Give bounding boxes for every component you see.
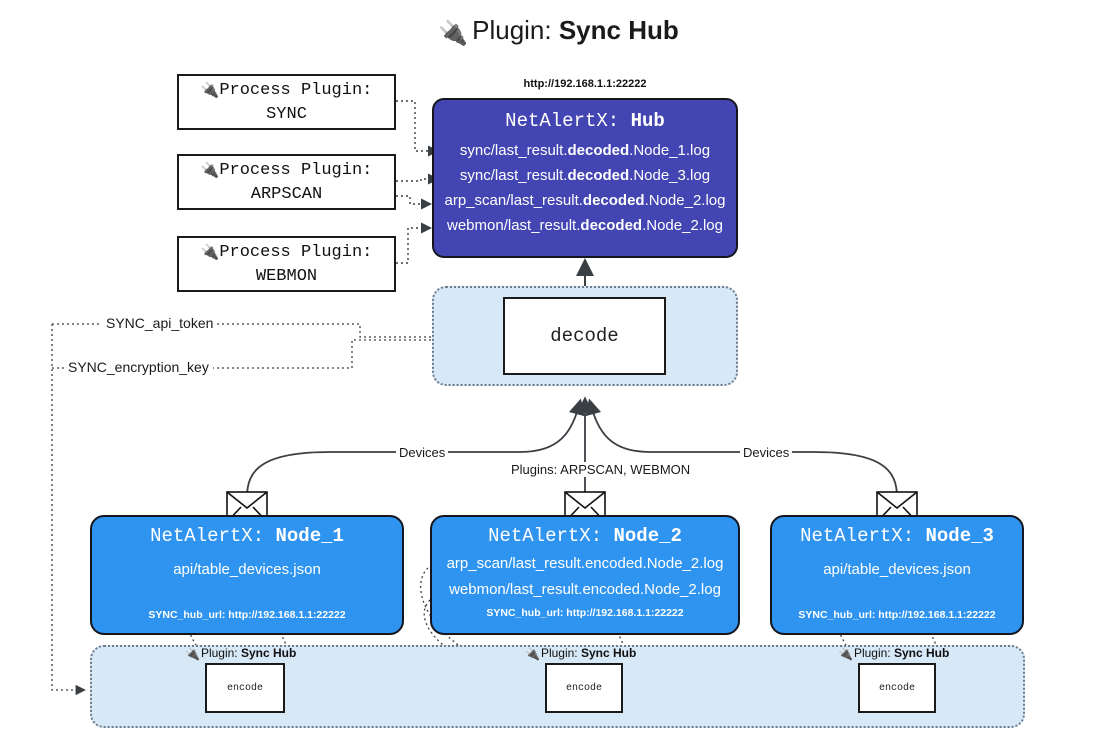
process-plugin-sync[interactable]: 🔌Process Plugin: SYNC — [177, 74, 396, 130]
decode-label: decode — [550, 325, 619, 347]
plug-icon: 🔌 — [200, 160, 220, 179]
plug-icon: 🔌 — [525, 647, 540, 661]
page-title-name: Sync Hub — [558, 15, 679, 45]
hub-log-row: arp_scan/last_result.decoded.Node_2.log — [444, 192, 726, 209]
encode-box-node-2[interactable]: encode — [545, 663, 623, 713]
node-line: api/table_devices.json — [823, 561, 971, 578]
encode-box-node-3[interactable]: encode — [858, 663, 936, 713]
encoder-plugin-tag: 🔌Plugin: Sync Hub — [838, 646, 950, 661]
process-plugin-label: Process Plugin: — [219, 242, 373, 262]
process-plugin-name: WEBMON — [255, 266, 318, 286]
sync-api-token-label: SYNC_api_token — [102, 315, 218, 331]
hub-title-prefix: NetAlertX: — [505, 110, 631, 132]
node-line: api/table_devices.json — [173, 561, 321, 578]
page-title-prefix: Plugin: — [472, 15, 559, 45]
node-1[interactable]: NetAlertX: Node_1 api/table_devices.json… — [90, 515, 404, 635]
process-plugin-name: SYNC — [266, 104, 307, 124]
node-3[interactable]: NetAlertX: Node_3 api/table_devices.json… — [770, 515, 1024, 635]
process-plugin-label: Process Plugin: — [219, 80, 373, 100]
node-line: webmon/last_result.encoded.Node_2.log — [449, 581, 721, 598]
encode-label: encode — [565, 682, 602, 694]
node-hub-url: SYNC_hub_url: http://192.168.1.1:22222 — [798, 609, 996, 621]
plug-icon: 🔌 — [200, 242, 220, 261]
process-plugin-name: ARPSCAN — [250, 184, 323, 204]
hub-log-list: sync/last_result.decoded.Node_1.log sync… — [434, 138, 736, 238]
hub-log-row: sync/last_result.decoded.Node_3.log — [459, 167, 711, 184]
plug-icon: 🔌 — [838, 647, 853, 661]
encode-label: encode — [878, 682, 915, 694]
node-hub-url: SYNC_hub_url: http://192.168.1.1:22222 — [486, 607, 684, 619]
node-2[interactable]: NetAlertX: Node_2 arp_scan/last_result.e… — [430, 515, 740, 635]
hub-node[interactable]: NetAlertX: Hub sync/last_result.decoded.… — [432, 98, 738, 258]
hub-title: NetAlertX: Hub — [434, 110, 736, 132]
hub-log-row: webmon/last_result.decoded.Node_2.log — [447, 217, 723, 234]
process-plugin-label: Process Plugin: — [219, 160, 373, 180]
hub-log-row: sync/last_result.decoded.Node_1.log — [459, 142, 711, 159]
devices-right-label: Devices — [740, 445, 793, 460]
sync-encryption-key-label: SYNC_encryption_key — [64, 359, 213, 375]
node-title: NetAlertX: Node_1 — [150, 525, 344, 547]
process-plugin-webmon[interactable]: 🔌Process Plugin: WEBMON — [177, 236, 396, 292]
plug-icon: 🔌 — [438, 20, 469, 47]
node-title: NetAlertX: Node_2 — [488, 525, 682, 547]
hub-title-name: Hub — [630, 110, 665, 132]
node-hub-url: SYNC_hub_url: http://192.168.1.1:22222 — [148, 609, 346, 621]
encoder-plugin-tag: 🔌Plugin: Sync Hub — [185, 646, 297, 661]
encoder-plugin-tag: 🔌Plugin: Sync Hub — [525, 646, 637, 661]
encode-label: encode — [226, 682, 263, 694]
plug-icon: 🔌 — [200, 80, 220, 99]
node-title: NetAlertX: Node_3 — [800, 525, 994, 547]
encode-box-node-1[interactable]: encode — [205, 663, 285, 713]
plugins-center-label: Plugins: ARPSCAN, WEBMON — [508, 462, 694, 477]
node-line: arp_scan/last_result.encoded.Node_2.log — [446, 555, 724, 572]
hub-url-label: http://192.168.1.1:22222 — [523, 78, 647, 90]
decode-box[interactable]: decode — [503, 297, 666, 375]
page-title: 🔌Plugin: Sync Hub — [0, 14, 1117, 50]
process-plugin-arpscan[interactable]: 🔌Process Plugin: ARPSCAN — [177, 154, 396, 210]
plug-icon: 🔌 — [185, 647, 200, 661]
devices-left-label: Devices — [396, 445, 449, 460]
